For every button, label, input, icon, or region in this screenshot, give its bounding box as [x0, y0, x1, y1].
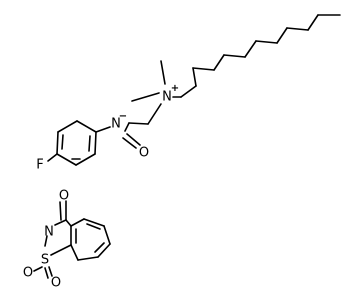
ammonium-group — [131, 60, 182, 125]
chain-bond — [180, 85, 197, 98]
chain-bond — [192, 67, 215, 71]
carbonyl-double-bond-b — [122, 137, 137, 149]
n-methyl-bond-left — [131, 92, 160, 102]
sulfonyl-bond-b — [44, 267, 49, 279]
saccharin-molecule — [33, 200, 111, 279]
ring-bond — [56, 153, 77, 166]
chain-bond — [213, 54, 225, 71]
chain-bond — [192, 67, 197, 87]
amide-nitrogen-label: N — [111, 117, 121, 132]
amide-n-aryl-bond — [95, 126, 111, 133]
ring-inner-double-bond — [61, 134, 64, 150]
decyl-chain — [180, 14, 341, 98]
sulfonyl-bond-b-double — [48, 266, 53, 277]
chain-bond — [276, 27, 288, 44]
benzo-ring-bond — [70, 218, 85, 227]
benzo-ring-bond — [97, 243, 111, 258]
benzo-inner-double-bond — [94, 242, 105, 253]
five-ring-bond — [50, 244, 72, 256]
carbonyl-double-bond-a — [126, 133, 141, 146]
fluorine-label: F — [36, 158, 43, 173]
sulfonyl-bond-a — [33, 266, 43, 272]
ring-bond — [94, 131, 97, 155]
atom-labels: N + N − O F O N S O O — [23, 83, 179, 291]
carbonyl-amide-n-bond — [124, 122, 130, 132]
chain-bond — [223, 54, 246, 58]
chain-bond — [255, 40, 278, 44]
saccharin-sulfur-label: S — [41, 253, 49, 268]
chain-bond — [286, 27, 309, 31]
benzo-ring-bond — [103, 225, 111, 245]
benzo-ring-bond — [70, 244, 79, 261]
amide-negative-charge: − — [119, 111, 127, 122]
carbonyl-oxygen-label: O — [139, 146, 149, 161]
saccharin-carbonyl-double-bond — [59, 201, 62, 221]
n-methyl-bond-up — [160, 60, 166, 85]
benzo-ring-bond — [83, 218, 105, 227]
ring-bond — [57, 120, 78, 133]
ammonium-positive-charge: + — [171, 83, 179, 94]
chain-bond — [244, 40, 257, 58]
ammonium-nitrogen-label: N — [162, 90, 172, 105]
ring-inner-double-bond — [88, 135, 91, 152]
ch2-carbonyl-bond — [128, 122, 149, 125]
n-ch2-bond — [147, 103, 162, 125]
chain-bond — [307, 14, 319, 31]
saccharin-carbonyl-oxygen-label: O — [59, 189, 69, 204]
five-ring-bond — [65, 219, 72, 227]
benzo-ring-bond — [77, 256, 99, 261]
sulfonyl-oxygen-bottom-label: O — [51, 276, 61, 291]
five-ring-bond — [44, 235, 48, 247]
five-ring-bond — [54, 219, 67, 226]
ring-bond — [56, 131, 59, 155]
benzo-inner-double-bond — [86, 223, 101, 230]
sulfonyl-oxygen-left-label: O — [23, 266, 33, 281]
aryl-fluorine-bond — [47, 153, 58, 162]
amide-linker — [95, 122, 149, 149]
ring-bond — [75, 153, 96, 166]
ring-bond — [76, 120, 97, 133]
fluorophenyl-ring — [47, 120, 97, 166]
saccharin-nitrogen-label: N — [44, 225, 54, 240]
